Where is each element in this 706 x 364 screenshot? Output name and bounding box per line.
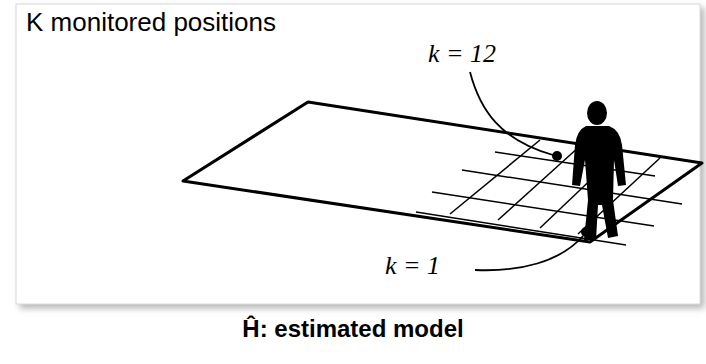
panel-heading: K monitored positions [26,8,276,37]
leader-line [470,72,553,155]
position-label: k = 1 [385,252,440,281]
caption-label: Ĥ: estimated model [242,316,463,342]
grid-line [462,170,682,204]
leader-line [475,236,583,270]
position-label: k = 12 [428,40,496,69]
position-dot [552,151,562,161]
grid-line [450,140,540,214]
person-silhouette [572,101,626,240]
grid-line [432,192,654,226]
position-grid [416,140,682,245]
floor-plane [183,102,702,242]
grid-line [498,146,580,220]
